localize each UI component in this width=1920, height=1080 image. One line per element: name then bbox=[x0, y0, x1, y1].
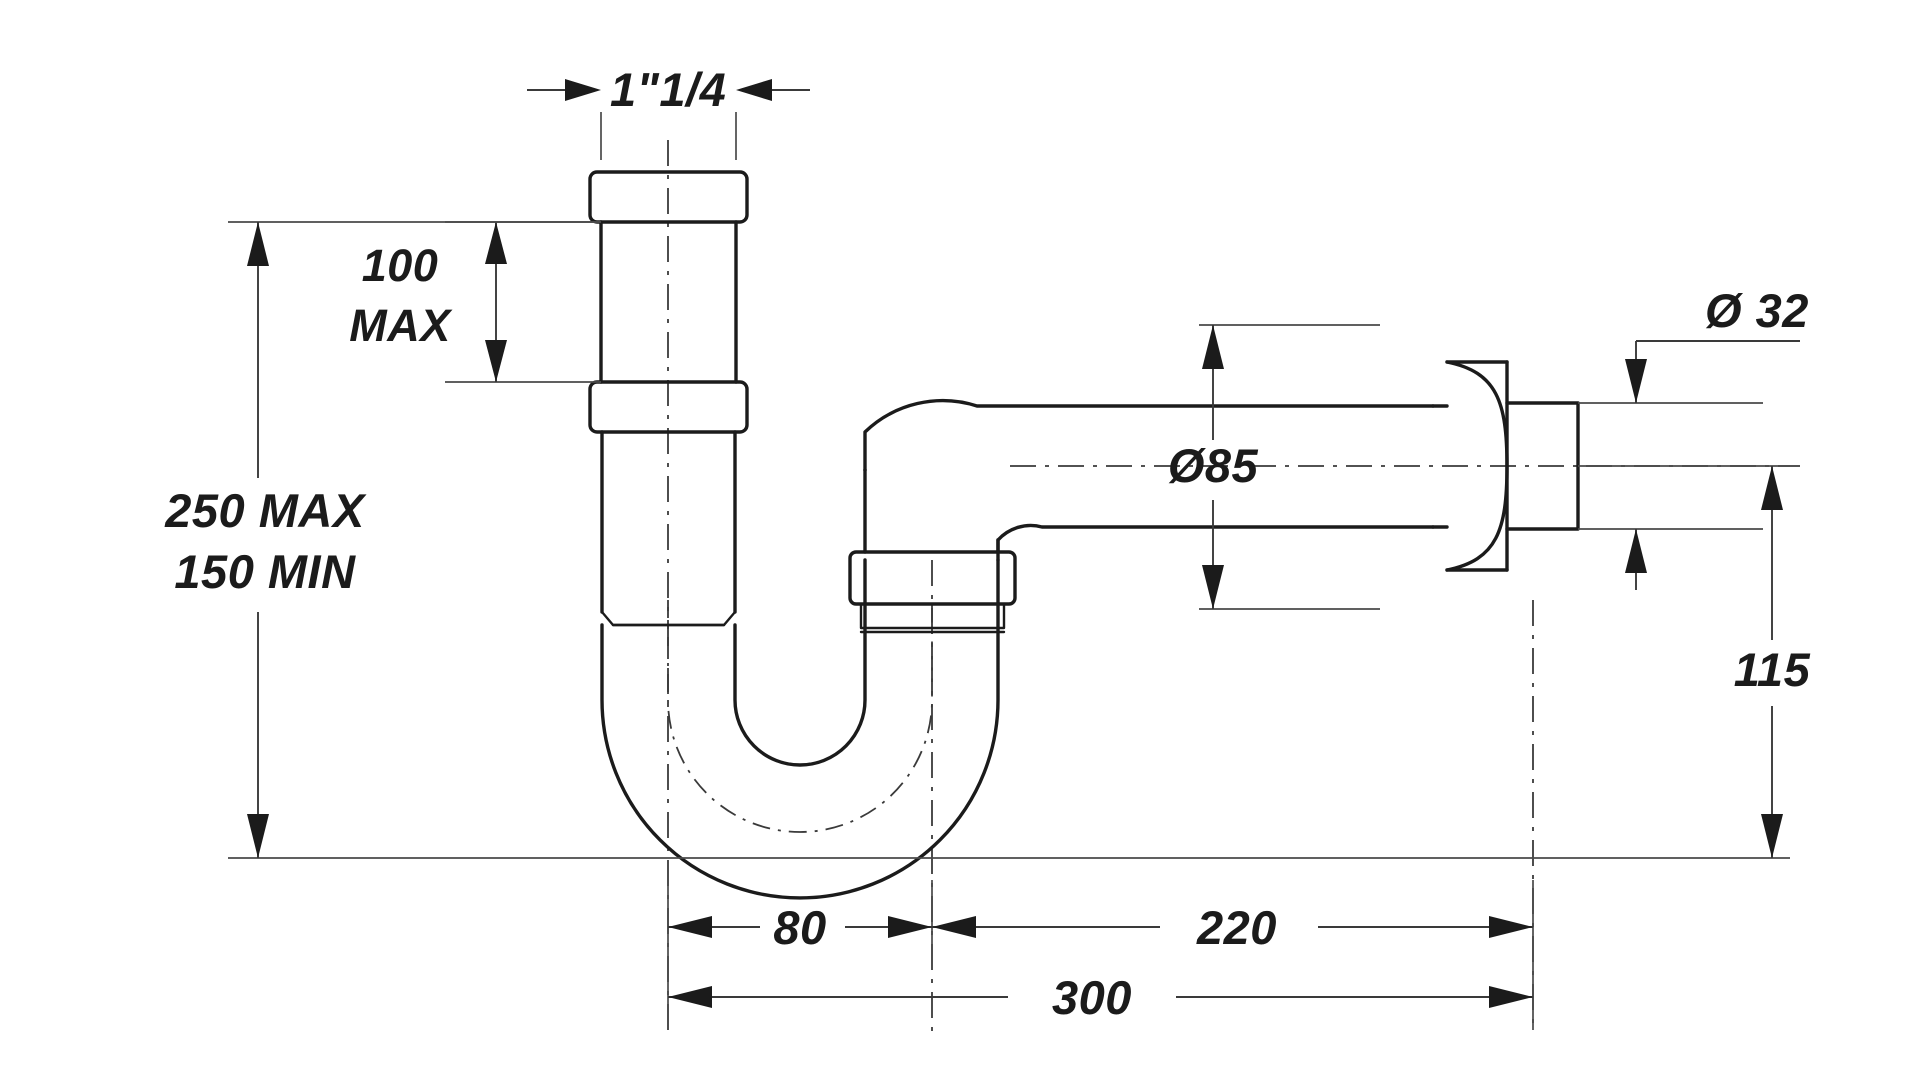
arrow-100-bottom bbox=[485, 340, 507, 382]
arrow-115-bottom bbox=[1761, 814, 1783, 858]
label-bowl-diameter: Ø85 bbox=[1168, 439, 1259, 492]
label-outlet-diameter: Ø 32 bbox=[1705, 284, 1809, 337]
outlet-nut-sleeve bbox=[859, 602, 1006, 630]
u-bend-outer-wall bbox=[600, 558, 1000, 900]
label-inlet-height: 100 bbox=[362, 240, 439, 291]
outlet-compression-nut bbox=[848, 550, 1017, 606]
arrow-220-left bbox=[932, 916, 976, 938]
label-inlet-thread: 1"1/4 bbox=[610, 63, 726, 116]
arrow-300-right bbox=[1489, 986, 1533, 1008]
mid-compression-nut bbox=[588, 380, 749, 434]
u-bend-inner-wall bbox=[733, 558, 867, 767]
arrow-overall-top bbox=[247, 222, 269, 266]
label-inlet-height-qualifier: MAX bbox=[349, 300, 453, 351]
arrow-d32-top bbox=[1625, 359, 1647, 403]
dimension-overall-height: 250 MAX 150 MIN bbox=[164, 221, 1790, 859]
label-offset-right: 220 bbox=[1196, 901, 1277, 954]
dimension-overall-length: 300 bbox=[667, 960, 1534, 1030]
dimension-bowl-diameter: Ø85 bbox=[1168, 324, 1380, 610]
label-overall-height-min: 150 MIN bbox=[174, 545, 356, 598]
arrow-d85-bottom bbox=[1202, 565, 1224, 609]
arrow-300-left bbox=[668, 986, 712, 1008]
arrow-inlet-left bbox=[565, 79, 601, 101]
elbow-inner-bottom-wall bbox=[996, 523, 1435, 562]
dimension-inlet-height: 100 MAX bbox=[349, 221, 601, 383]
dimension-inlet-thread: 1"1/4 bbox=[527, 63, 810, 160]
arrow-d85-top bbox=[1202, 325, 1224, 369]
dimension-offset-right: 220 bbox=[932, 880, 1534, 960]
dimension-outlet-height: 115 bbox=[1578, 465, 1811, 858]
arrow-115-top bbox=[1761, 466, 1783, 510]
label-offset-left: 80 bbox=[773, 901, 826, 954]
arrow-overall-bottom bbox=[247, 814, 269, 858]
label-overall-length: 300 bbox=[1052, 971, 1132, 1024]
arrow-inlet-right bbox=[736, 79, 772, 101]
elbow-outer-top-wall bbox=[863, 398, 1435, 472]
dimension-offset-left: 80 bbox=[667, 880, 933, 960]
arrow-220-right bbox=[1489, 916, 1533, 938]
top-compression-nut bbox=[588, 170, 749, 224]
arrow-d32-bottom bbox=[1625, 529, 1647, 573]
center-lines bbox=[667, 140, 1800, 1032]
arrow-80-right bbox=[888, 916, 932, 938]
arrow-100-top bbox=[485, 222, 507, 264]
label-outlet-height: 115 bbox=[1734, 643, 1811, 696]
label-overall-height-max: 250 MAX bbox=[164, 484, 367, 537]
arrow-80-left bbox=[668, 916, 712, 938]
p-trap-part-outlines bbox=[588, 170, 1580, 900]
u-bend-arc-centerline bbox=[667, 600, 933, 833]
dimension-outlet-diameter: Ø 32 bbox=[1578, 284, 1809, 590]
